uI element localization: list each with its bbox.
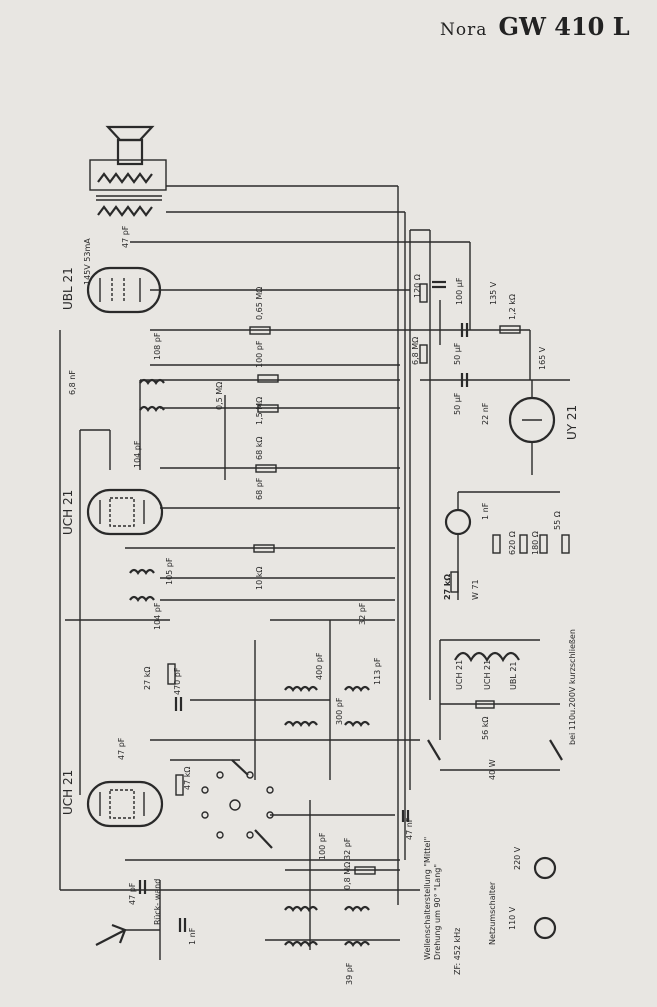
tube-ubl21 (86, 266, 162, 314)
label-105: 105 pF (165, 557, 174, 585)
label-12k: 1,2 kΩ (508, 294, 517, 320)
tube-label-uch21-lower: UCH 21 (61, 770, 75, 815)
label-104-a: 104 pF (133, 440, 142, 468)
label-50uf-b: 50 µF (453, 392, 462, 415)
resistors (167, 283, 570, 875)
label-113: 113 pF (373, 657, 382, 685)
brand-label: Nora (440, 20, 488, 40)
label-68nf: 6,8 nF (68, 370, 77, 395)
label-110v: 110 V (508, 906, 517, 930)
label-15m: 1,5 MΩ (255, 397, 264, 425)
label-104-b: 104 pF (153, 602, 162, 630)
label-100pf: 100 pF (255, 340, 264, 368)
label-165v: 165 V (538, 346, 547, 370)
label-netzumschalter: Netzumschalter (488, 881, 497, 945)
label-300pf: 300 pF (335, 697, 344, 725)
label-1nf-b: 1 nF (188, 927, 197, 945)
tube-label-w71: W 71 (471, 579, 480, 600)
heater-coils (439, 639, 560, 740)
label-55: 55 Ω (553, 511, 562, 530)
label-32pf-b: 32 pF (343, 837, 352, 860)
component-labels: UBL 21 145V 53mA UCH 21 UCH 21 UY 21 W 7… (61, 225, 579, 985)
label-wave-note2: Drehung um 90° "Lang" (433, 864, 442, 960)
label-series-note: bei 110u.200V kurzschließen (568, 629, 577, 745)
label-50uf-a: 50 µF (453, 342, 462, 365)
label-lamp-uch21: UCH 21 (455, 660, 464, 690)
label-1nf-a: 1 nF (481, 502, 490, 520)
label-32pf-a: 32 pF (358, 602, 367, 625)
label-ruckwand: Rück- wand (153, 879, 162, 925)
label-135v: 135 V (489, 281, 498, 305)
label-lamp-ubl21: UBL 21 (509, 661, 518, 690)
label-400pf: 400 pF (315, 652, 324, 680)
label-05m: 0,5 MΩ (215, 382, 224, 410)
tube-label-uch21-upper: UCH 21 (61, 490, 75, 535)
label-180: 180 Ω (531, 531, 540, 555)
label-wave-note1: Wellenschalterstellung "Mittel" (423, 837, 432, 960)
label-08m: 0,8 MΩ (343, 862, 352, 890)
label-39pf: 39 pF (345, 962, 354, 985)
label-47nf: 47 nF (405, 817, 414, 840)
label-100uf: 100 µF (455, 277, 464, 305)
tube-note-ubl21: 145V 53mA (83, 238, 92, 285)
capacitors (138, 280, 469, 932)
tube-uch21-upper (86, 488, 164, 536)
supply-rails (59, 185, 570, 960)
label-47pf-top: 47 pF (121, 225, 130, 248)
tube-uy21 (508, 380, 556, 475)
label-40w: 40 W (488, 759, 497, 780)
speaker-icon (105, 125, 155, 166)
model-label: GW 410 L (498, 12, 630, 41)
diagram-title: Nora GW 410 L (440, 12, 630, 41)
label-68m: 6,8 MΩ (411, 337, 420, 365)
label-lamp-uch21b: UCH 21 (483, 660, 492, 690)
label-zf: ZF: 452 kHz (453, 928, 462, 975)
output-transformer (89, 159, 167, 217)
label-108: 108 pF (153, 332, 162, 360)
label-10k: 10 kΩ (255, 567, 264, 590)
label-100pf-b: 100 pF (318, 832, 327, 860)
antenna-icon (95, 923, 160, 946)
label-620: 620 Ω (508, 531, 517, 555)
label-47k: 47 kΩ (183, 767, 192, 790)
label-68pf: 68 pF (255, 477, 264, 500)
mains-switches (427, 739, 563, 940)
label-47pf-bot: 47 pF (128, 882, 137, 905)
label-56k: 56 kΩ (481, 717, 490, 740)
label-470pf: 470 pF (173, 667, 182, 695)
label-220v: 220 V (513, 846, 522, 870)
label-22nf: 22 nF (481, 402, 490, 425)
tube-label-ubl21: UBL 21 (61, 267, 75, 310)
label-120: 120 Ω (413, 274, 422, 298)
label-47pf-mid: 47 pF (117, 737, 126, 760)
label-68k: 68 kΩ (255, 437, 264, 460)
wave-switch (201, 759, 274, 849)
if-coils (129, 378, 370, 947)
label-065m: 0,65 MΩ (255, 287, 264, 320)
label-27k-a: 27 kΩ (443, 574, 452, 600)
tube-label-uy21: UY 21 (565, 405, 579, 440)
tube-uch21-lower (86, 780, 164, 828)
label-27k-b: 27 kΩ (143, 667, 152, 690)
